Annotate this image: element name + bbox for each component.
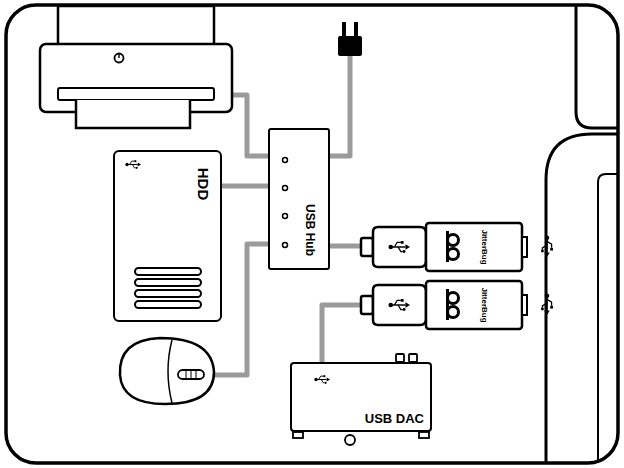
usb-dac-box: USB DAC: [290, 362, 432, 432]
usb-symbol: [388, 299, 410, 311]
mouse-wheel: [186, 371, 196, 378]
logo: [448, 293, 459, 304]
mouse-cable: [214, 244, 268, 375]
usb-male-end: [522, 237, 527, 257]
node-shape: [270, 130, 328, 268]
node-label: USB DAC: [365, 412, 424, 425]
logo: [448, 307, 459, 318]
usb-male-end: [522, 295, 527, 315]
plug-prong: [342, 22, 346, 38]
usb-plug: [373, 285, 426, 325]
computer-outline: [598, 174, 618, 463]
usb-plug: [373, 227, 426, 267]
port-dot: [283, 158, 288, 163]
vent-stripe: [135, 268, 201, 275]
dac-foot: [419, 432, 429, 438]
dac-knob: [409, 354, 417, 362]
power-cord: [330, 55, 350, 156]
paper-tray: [76, 100, 190, 128]
usb-symbol: [388, 241, 410, 253]
node-label: HDD: [196, 168, 211, 201]
jitterbug-device: JitterBug: [360, 280, 528, 330]
usb-hub-box: USB Hub: [268, 128, 330, 270]
mouse-button-line: [168, 340, 172, 403]
dac-knob: [396, 354, 404, 362]
logo: [446, 289, 449, 320]
printer-top: [58, 6, 214, 46]
logo: [448, 249, 459, 260]
logo: [446, 231, 449, 262]
jitterbug-device: JitterBug: [360, 222, 528, 272]
usb-symbol: [314, 375, 330, 384]
usb-cable: [322, 305, 360, 362]
vent-stripe: [135, 290, 201, 297]
mouse-wheel: [178, 370, 204, 379]
plug-tip: [361, 296, 373, 314]
jitterbug-body: [426, 281, 522, 329]
node-label: USB Hub: [304, 204, 316, 256]
power-plug: [338, 36, 362, 56]
node-shape: [360, 222, 528, 272]
printer-cable: [232, 95, 268, 156]
plug-prong: [354, 22, 358, 38]
computer-outline: [576, 5, 618, 128]
computer-outline: [546, 134, 618, 463]
usb-symbol: [541, 293, 553, 315]
vent-stripe: [135, 279, 201, 286]
node-shape: [360, 280, 528, 330]
port-dot: [283, 186, 288, 191]
printer-slot: [58, 88, 214, 100]
node-label: JitterBug: [480, 229, 488, 264]
power-button: [118, 54, 119, 58]
power-button: [115, 54, 124, 63]
jitterbug-body: [426, 223, 522, 271]
port-dot: [283, 243, 288, 248]
port-dot: [283, 214, 288, 219]
usb-symbol: [125, 160, 141, 169]
logo: [448, 235, 459, 246]
dac-foot: [293, 432, 303, 438]
plug-tip: [361, 238, 373, 256]
usb-cable: [222, 184, 268, 189]
dac-jack: [345, 435, 355, 445]
usb-cable: [330, 244, 360, 249]
hdd-box: HDD: [113, 150, 222, 322]
node-label: JitterBug: [480, 287, 488, 322]
mouse: [120, 338, 214, 404]
usb-symbol: [541, 235, 553, 257]
frame: [6, 5, 618, 463]
vent-stripe: [135, 301, 201, 308]
